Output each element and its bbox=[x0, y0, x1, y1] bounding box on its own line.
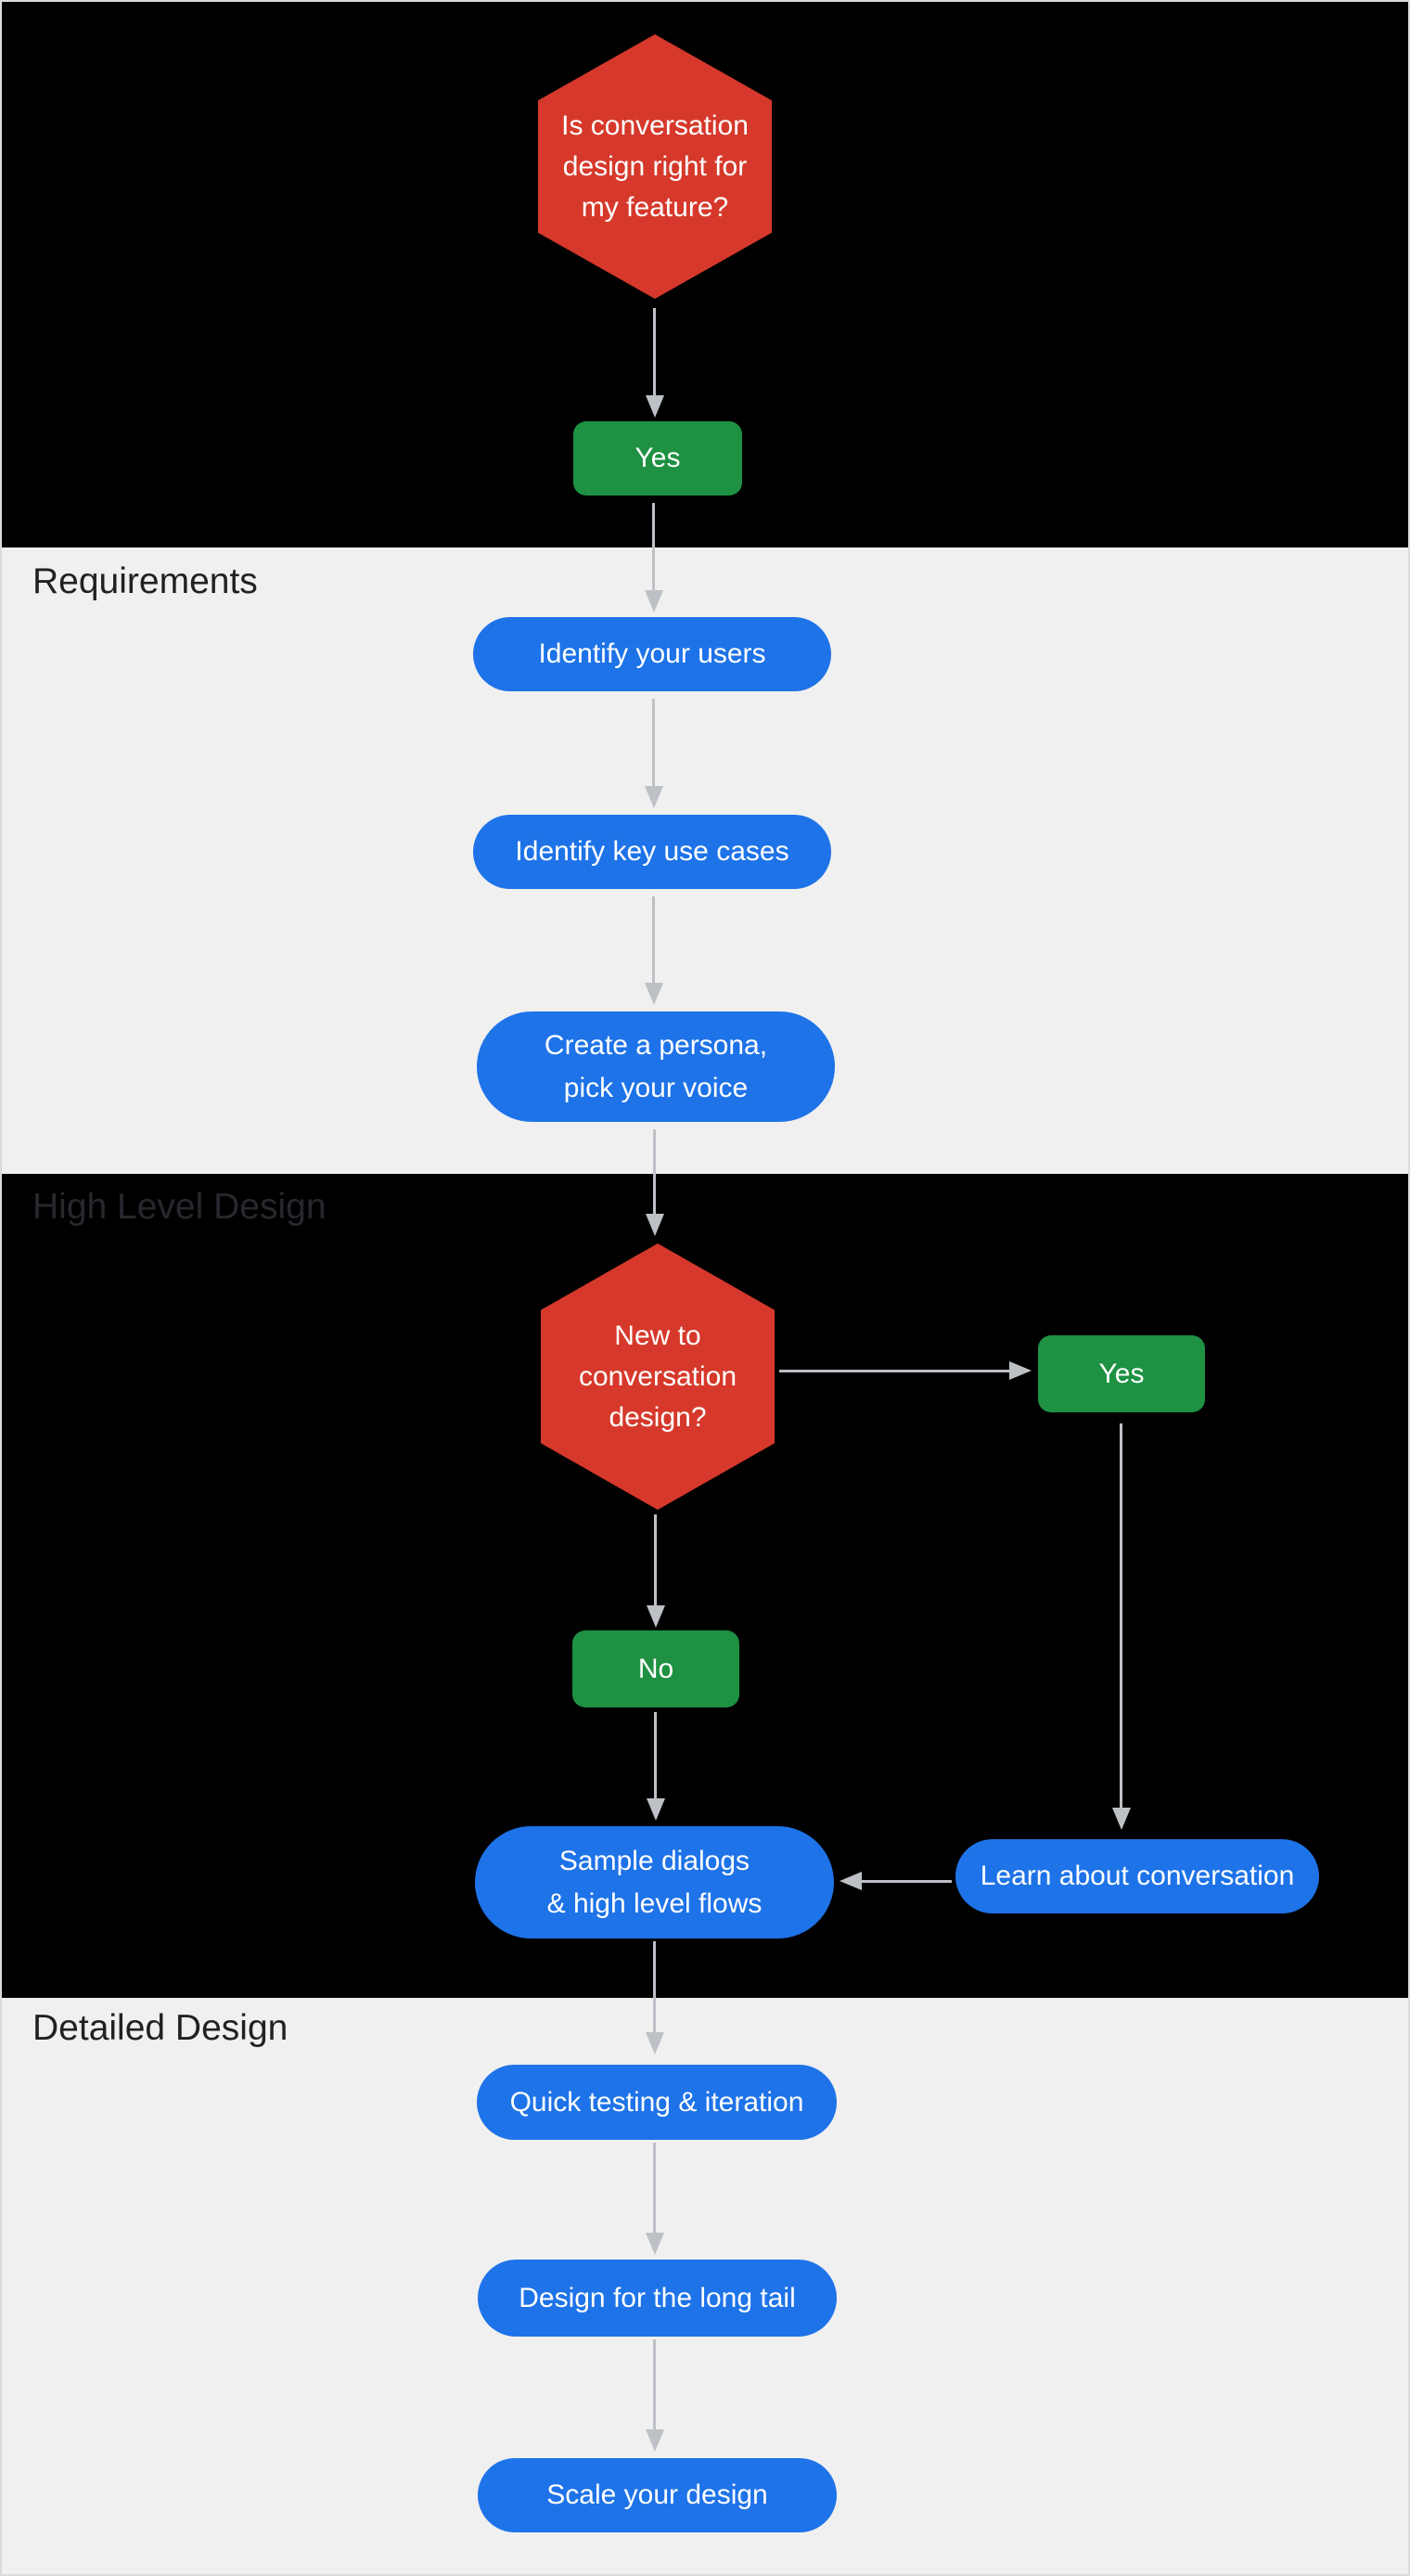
decision-new-to-conversation-design[interactable]: New to conversation design? bbox=[541, 1243, 775, 1510]
step-sample-dialogs-high-level-flows[interactable]: Sample dialogs & high level flows bbox=[475, 1826, 834, 1938]
arrow-line-learn-to-sample-dialogs bbox=[862, 1880, 952, 1883]
arrow-line-decision-new-to-no bbox=[654, 1514, 657, 1607]
arrow-head-down-icon bbox=[1112, 1808, 1131, 1830]
arrow-head-down-icon bbox=[646, 2233, 664, 2255]
arrow-line-to-identify-use-cases bbox=[652, 699, 655, 788]
arrow-line-to-decision-new bbox=[653, 1129, 656, 1216]
step-design-for-long-tail[interactable]: Design for the long tail bbox=[478, 2260, 837, 2337]
arrow-head-down-icon bbox=[646, 2032, 664, 2054]
section-label-high-level-design: High Level Design bbox=[32, 1187, 327, 1227]
arrow-line-to-long-tail bbox=[653, 2143, 656, 2235]
arrow-line-to-identify-users bbox=[652, 503, 655, 592]
step-create-persona-pick-voice[interactable]: Create a persona, pick your voice bbox=[477, 1011, 835, 1122]
arrow-head-down-icon bbox=[645, 590, 663, 612]
arrow-line-to-quick-testing bbox=[653, 1941, 656, 2034]
step-identify-your-users[interactable]: Identify your users bbox=[473, 617, 831, 691]
answer-yes-button[interactable]: Yes bbox=[1038, 1335, 1205, 1412]
answer-no-button[interactable]: No bbox=[572, 1630, 739, 1707]
decision-is-conversation-design-right[interactable]: Is conversation design right for my feat… bbox=[538, 34, 772, 299]
arrow-line-decision-new-to-yes bbox=[779, 1370, 1011, 1372]
arrow-head-down-icon bbox=[646, 395, 664, 418]
arrow-head-left-icon bbox=[840, 1872, 862, 1890]
step-identify-key-use-cases[interactable]: Identify key use cases bbox=[473, 815, 831, 889]
arrow-head-down-icon bbox=[646, 1214, 664, 1236]
section-label-detailed-design: Detailed Design bbox=[32, 2008, 288, 2048]
arrow-head-down-icon bbox=[646, 2429, 664, 2452]
arrow-line-to-create-persona bbox=[652, 896, 655, 985]
arrow-head-down-icon bbox=[645, 983, 663, 1005]
step-quick-testing-iteration[interactable]: Quick testing & iteration bbox=[477, 2065, 837, 2140]
arrow-line-yes-to-learn bbox=[1120, 1423, 1122, 1810]
arrow-head-down-icon bbox=[645, 786, 663, 808]
arrow-head-right-icon bbox=[1009, 1361, 1032, 1380]
arrow-head-down-icon bbox=[647, 1605, 665, 1628]
arrow-line-no-to-sample-dialogs bbox=[654, 1712, 657, 1800]
step-scale-your-design[interactable]: Scale your design bbox=[478, 2458, 837, 2532]
answer-yes-button[interactable]: Yes bbox=[573, 421, 742, 496]
step-learn-about-conversation[interactable]: Learn about conversation bbox=[955, 1839, 1319, 1913]
arrow-line-to-yes1 bbox=[653, 308, 656, 397]
section-label-requirements: Requirements bbox=[32, 561, 258, 601]
arrow-head-down-icon bbox=[647, 1798, 665, 1821]
arrow-line-to-scale-design bbox=[653, 2339, 656, 2431]
